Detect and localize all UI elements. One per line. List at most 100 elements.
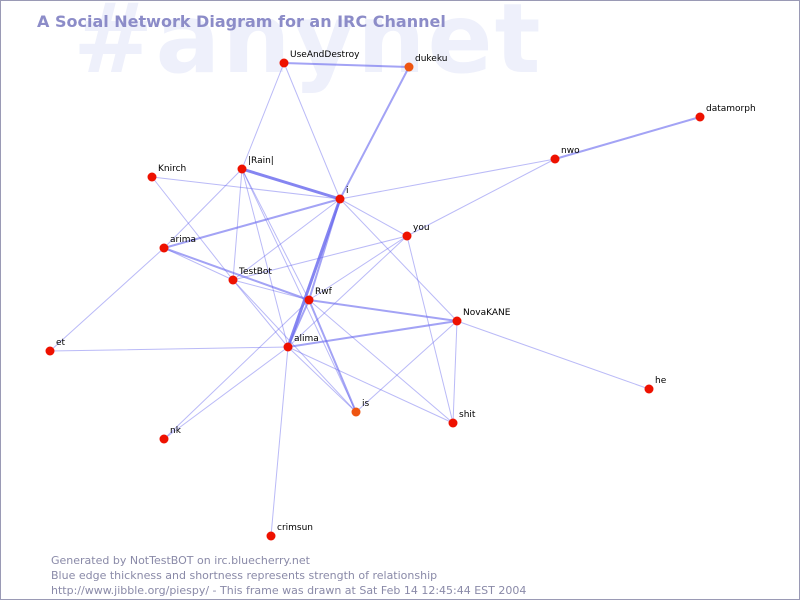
node-label: i bbox=[346, 186, 349, 196]
edge-arima-testbot bbox=[163, 247, 234, 281]
edge-you-shit bbox=[406, 235, 454, 424]
edge-novakane-he bbox=[456, 320, 650, 390]
edge-alima-is bbox=[287, 346, 357, 413]
edge-rwf-novakane bbox=[308, 299, 458, 322]
edge-rwf-shit bbox=[308, 299, 454, 424]
edge-dukeku-i bbox=[339, 66, 410, 200]
node-label: Rwf bbox=[315, 287, 333, 297]
edge-i-novakane bbox=[339, 198, 458, 322]
node-dot bbox=[304, 295, 314, 305]
node-label: datamorph bbox=[706, 104, 756, 114]
node-dot bbox=[237, 164, 247, 174]
node-dot bbox=[695, 112, 705, 122]
node-dot bbox=[283, 342, 293, 352]
node-datamorph: datamorph bbox=[695, 104, 756, 122]
node-dot bbox=[404, 62, 414, 72]
edge-rwf-nk bbox=[163, 299, 310, 440]
edge-novakane-is bbox=[355, 320, 458, 413]
edge-arima-rwf bbox=[163, 247, 310, 301]
edge-layer bbox=[49, 62, 701, 537]
edge-useanddestroy-rain bbox=[241, 62, 285, 170]
node-alima: alima bbox=[283, 334, 319, 352]
node-testbot: TestBot bbox=[228, 267, 272, 285]
node-label: nk bbox=[170, 426, 182, 436]
node-dot bbox=[335, 194, 345, 204]
edge-testbot-alima bbox=[232, 279, 289, 348]
node-dot bbox=[159, 434, 169, 444]
edge-novakane-shit bbox=[452, 320, 458, 424]
edge-knirch-testbot bbox=[151, 176, 234, 281]
edge-arima-et bbox=[49, 247, 165, 352]
node-shit: shit bbox=[448, 410, 476, 428]
node-label: is bbox=[362, 399, 370, 409]
node-label: |Rain| bbox=[248, 156, 274, 166]
edge-rwf-is bbox=[308, 299, 357, 413]
edge-testbot-rwf bbox=[232, 279, 310, 301]
node-dot bbox=[448, 418, 458, 428]
node-you: you bbox=[402, 223, 430, 241]
node-label: TestBot bbox=[238, 267, 272, 277]
node-et: et bbox=[45, 338, 66, 356]
edge-rain-rwf bbox=[241, 168, 310, 301]
edge-i-alima bbox=[286, 197, 342, 349]
edge-nwo-i bbox=[339, 158, 556, 200]
node-label: crimsun bbox=[277, 523, 313, 533]
edge-alima-nk bbox=[163, 346, 289, 440]
node-crimsun: crimsun bbox=[266, 523, 313, 541]
node-dukeku: dukeku bbox=[404, 54, 447, 72]
footer-url-timestamp: http://www.jibble.org/piespy/ - This fra… bbox=[51, 584, 527, 597]
edge-useanddestroy-i bbox=[283, 62, 341, 200]
node-rain: |Rain| bbox=[237, 156, 274, 174]
diagram-title: A Social Network Diagram for an IRC Chan… bbox=[37, 12, 446, 31]
edge-you-alima bbox=[287, 235, 408, 348]
edge-alima-crimsun bbox=[270, 346, 289, 537]
edge-datamorph-nwo bbox=[554, 116, 701, 160]
edge-alima-shit bbox=[287, 346, 454, 424]
edge-rain-arima bbox=[163, 168, 243, 249]
edge-i-arima bbox=[163, 198, 341, 249]
node-dot bbox=[550, 154, 560, 164]
node-dot bbox=[45, 346, 55, 356]
node-dot bbox=[159, 243, 169, 253]
node-novakane: NovaKANE bbox=[452, 308, 511, 326]
edge-knirch-i bbox=[151, 176, 341, 200]
node-label: NovaKANE bbox=[463, 308, 511, 318]
node-knirch: Knirch bbox=[147, 164, 186, 182]
footer: Generated by NotTestBOT on irc.bluecherr… bbox=[51, 553, 526, 598]
node-arima: arima bbox=[159, 235, 196, 253]
edge-rain-alima bbox=[241, 168, 289, 348]
channel-watermark: #anynet bbox=[73, 0, 543, 95]
node-dot bbox=[644, 384, 654, 394]
node-dot bbox=[228, 275, 238, 285]
node-label: arima bbox=[170, 235, 196, 245]
node-label: Knirch bbox=[158, 164, 186, 174]
edge-useanddestroy-dukeku bbox=[283, 62, 410, 68]
node-is: is bbox=[351, 399, 370, 417]
node-dot bbox=[402, 231, 412, 241]
edge-i-testbot bbox=[232, 198, 341, 281]
edge-rwf-alima bbox=[287, 299, 310, 348]
node-dot bbox=[452, 316, 462, 326]
node-label: you bbox=[413, 223, 430, 233]
node-nwo: nwo bbox=[550, 146, 580, 164]
node-label: dukeku bbox=[415, 54, 447, 64]
node-label: alima bbox=[294, 334, 319, 344]
edge-rain-testbot bbox=[232, 168, 243, 281]
edge-nwo-you bbox=[406, 158, 556, 237]
edge-i-you bbox=[339, 198, 408, 237]
node-he: he bbox=[644, 376, 667, 394]
footer-legend-note: Blue edge thickness and shortness repres… bbox=[51, 569, 438, 582]
edge-novakane-alima bbox=[287, 320, 458, 348]
node-label: UseAndDestroy bbox=[290, 50, 360, 60]
node-dot bbox=[147, 172, 157, 182]
edge-rain-is bbox=[241, 168, 357, 413]
footer-generated-by: Generated by NotTestBOT on irc.bluecherr… bbox=[51, 554, 310, 567]
edge-alima-et bbox=[49, 346, 289, 352]
edge-rain-i bbox=[240, 167, 342, 201]
node-dot bbox=[279, 58, 289, 68]
node-label: shit bbox=[459, 410, 476, 420]
node-useanddestroy: UseAndDestroy bbox=[279, 50, 360, 68]
